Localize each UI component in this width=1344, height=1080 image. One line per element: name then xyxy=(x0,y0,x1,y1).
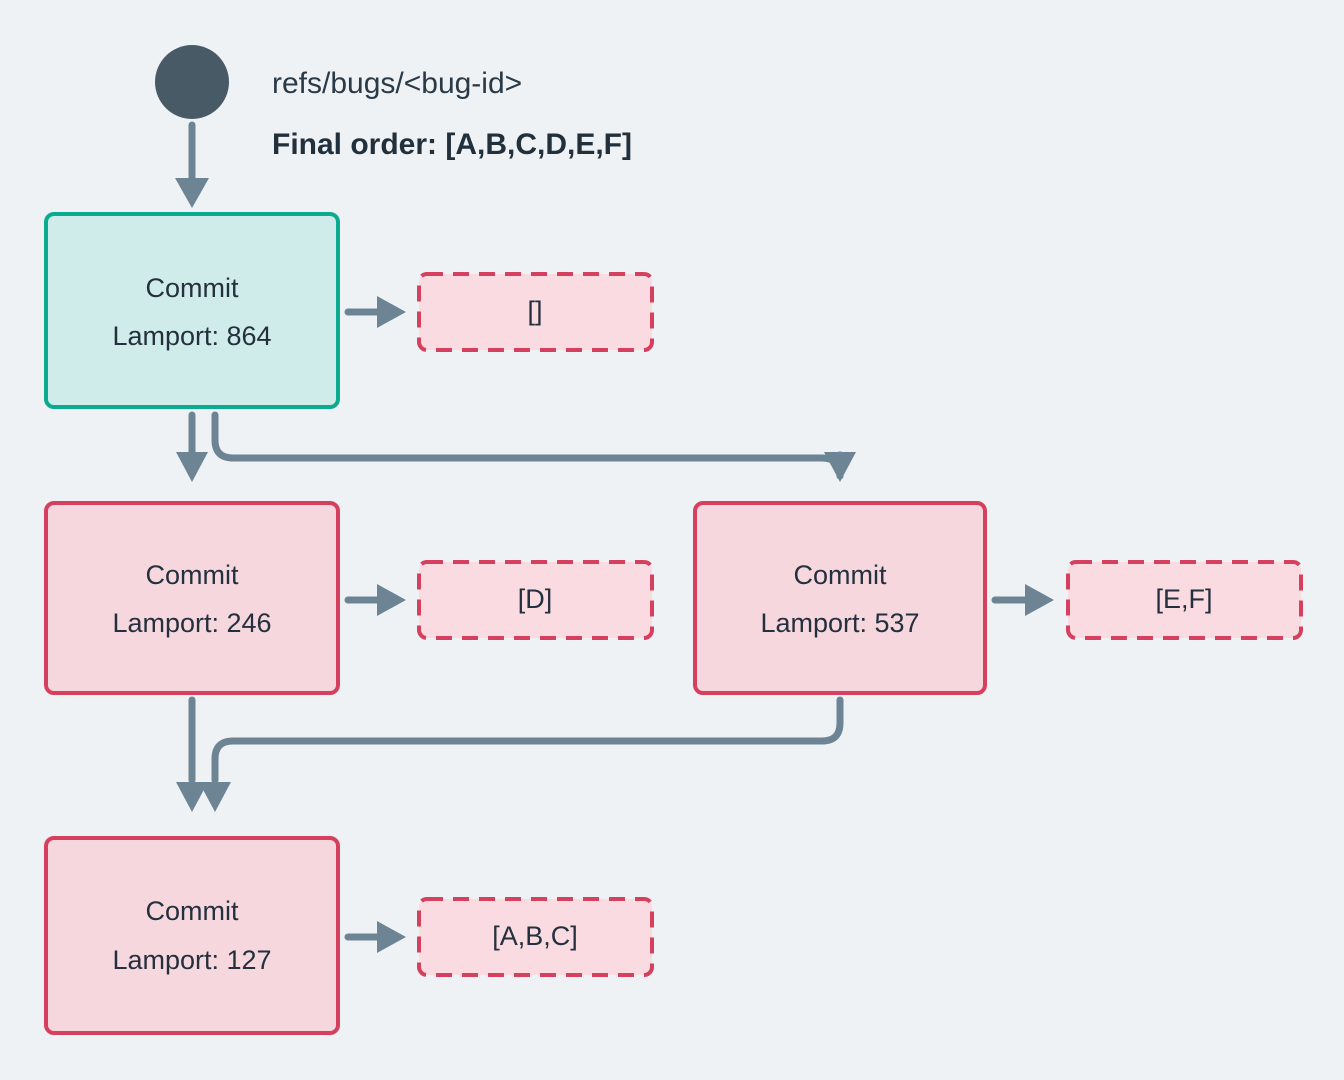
node-c537-line2: Lamport: 537 xyxy=(760,608,919,638)
edge-c864-to-c537 xyxy=(211,411,856,482)
node-c864-box[interactable] xyxy=(44,212,340,409)
node-c864-list[interactable]: [] xyxy=(417,272,654,352)
node-c537-box[interactable] xyxy=(693,501,987,695)
edge-c127-to-list xyxy=(344,921,406,953)
node-c127-line1: Commit xyxy=(146,896,239,926)
edge-refhead-to-c864 xyxy=(175,121,209,208)
node-c127-list-label: [A,B,C] xyxy=(492,921,578,951)
node-c246-line2: Lamport: 246 xyxy=(112,608,271,638)
node-c127-list[interactable]: [A,B,C] xyxy=(417,897,654,977)
node-c246-box[interactable] xyxy=(44,501,340,695)
node-c246-list[interactable]: [D] xyxy=(417,560,654,640)
node-c537-list-label: [E,F] xyxy=(1155,584,1212,614)
ref-head-dot xyxy=(155,45,229,119)
final-order-label: Final order: [A,B,C,D,E,F] xyxy=(272,128,632,161)
edge-c537-to-c127 xyxy=(199,696,844,812)
node-c246-list-label: [D] xyxy=(518,584,553,614)
node-c537-list[interactable]: [E,F] xyxy=(1066,560,1303,640)
ref-path-label: refs/bugs/<bug-id> xyxy=(272,67,522,100)
node-c246-list-box[interactable] xyxy=(417,560,654,640)
node-c246-line1: Commit xyxy=(146,560,239,590)
node-c127-box[interactable] xyxy=(44,836,340,1035)
node-c537-line1: Commit xyxy=(794,560,887,590)
node-c127-line2: Lamport: 127 xyxy=(112,945,271,975)
node-c864-line2: Lamport: 864 xyxy=(112,321,271,351)
node-c864-line1: Commit xyxy=(146,273,239,303)
node-c246[interactable]: Commit Lamport: 246 xyxy=(44,501,340,695)
node-c537-list-box[interactable] xyxy=(1066,560,1303,640)
edge-c537-to-list xyxy=(991,584,1054,616)
edge-c864-to-list xyxy=(344,296,406,328)
node-c537[interactable]: Commit Lamport: 537 xyxy=(693,501,987,695)
node-c864-list-box[interactable] xyxy=(417,272,654,352)
node-c864-list-label: [] xyxy=(527,296,542,326)
node-c127-list-box[interactable] xyxy=(417,897,654,977)
edge-c246-to-list xyxy=(344,584,406,616)
node-c864[interactable]: Commit Lamport: 864 xyxy=(44,212,340,409)
edge-c864-to-c246 xyxy=(176,411,208,482)
node-c127[interactable]: Commit Lamport: 127 xyxy=(44,836,340,1035)
edge-c246-to-c127 xyxy=(176,696,208,812)
